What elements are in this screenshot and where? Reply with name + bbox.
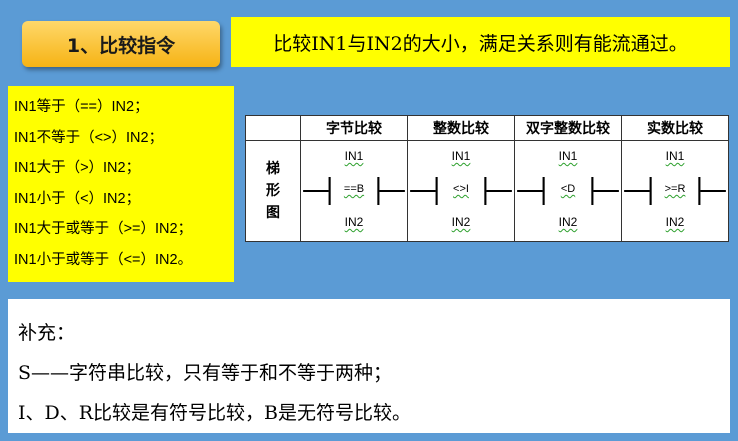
condition-item: IN1大于或等于（>=）IN2；	[14, 221, 193, 237]
contact-in1-label: IN1	[665, 149, 685, 163]
condition-item: IN1等于（==）IN2；	[14, 99, 149, 115]
condition-item: IN1不等于（<>）IN2；	[14, 129, 164, 146]
column-header-dint: 双字整数比较	[514, 115, 622, 141]
condition-item: IN1大于（>）IN2；	[14, 160, 141, 176]
contact-diagram-real	[624, 177, 726, 205]
contact-in1-label: IN1	[344, 149, 364, 163]
row-header-text: 梯形图	[246, 158, 300, 224]
column-header-int: 整数比较	[407, 115, 515, 141]
supplement-box: 补充： S——字符串比较，只有等于和不等于两种； I、D、R比较是有符号比较，B…	[8, 299, 730, 433]
contact-in2-label: IN2	[344, 215, 364, 229]
row-header-ladder: 梯形图	[245, 140, 301, 242]
title-badge: 1、比较指令	[22, 21, 220, 67]
supplement-line: I、D、R比较是有符号比较，B是无符号比较。	[18, 402, 412, 424]
column-header-byte: 字节比较	[300, 115, 408, 141]
title-text: 1、比较指令	[66, 34, 176, 57]
contact-in2-label: IN2	[451, 215, 471, 229]
description-box: 比较IN1与IN2的大小，满足关系则有能流通过。	[231, 17, 730, 67]
column-header-real: 实数比较	[621, 115, 729, 141]
description-text: 比较IN1与IN2的大小，满足关系则有能流通过。	[273, 32, 688, 55]
condition-item: IN1小于或等于（<=）IN2。	[14, 251, 193, 268]
row-header-char: 图	[266, 205, 280, 221]
contact-in1-label: IN1	[558, 149, 578, 163]
ladder-cell-dint: IN1 <D IN2	[514, 140, 622, 242]
ladder-cell-byte: IN1 ==B IN2	[300, 140, 408, 242]
contact-diagram-byte	[303, 177, 405, 205]
contact-in1-label: IN1	[451, 149, 471, 163]
contact-diagram-int	[410, 177, 512, 205]
contact-operator-label: >=R	[664, 183, 686, 195]
row-header-char: 梯	[266, 161, 280, 177]
contact-operator-label: <D	[560, 183, 576, 195]
supplement-line: S——字符串比较，只有等于和不等于两种；	[18, 362, 393, 384]
ladder-cell-real: IN1 >=R IN2	[621, 140, 729, 242]
contact-diagram-dint	[517, 177, 619, 205]
supplement-heading: 补充：	[18, 322, 76, 344]
ladder-comparison-table: 字节比较 整数比较 双字整数比较 实数比较 梯形图 IN1 ==B IN2	[245, 115, 729, 242]
ladder-cell-int: IN1 <>I IN2	[407, 140, 515, 242]
condition-item: IN1小于（<）IN2；	[14, 190, 141, 207]
table-corner-cell	[245, 115, 301, 141]
contact-operator-label: <>I	[453, 183, 469, 195]
conditions-box: IN1等于（==）IN2； IN1不等于（<>）IN2； IN1大于（>）IN2…	[8, 86, 234, 282]
row-header-char: 形	[266, 183, 280, 199]
contact-in2-label: IN2	[558, 215, 578, 229]
contact-in2-label: IN2	[665, 215, 685, 229]
contact-operator-label: ==B	[343, 183, 365, 195]
